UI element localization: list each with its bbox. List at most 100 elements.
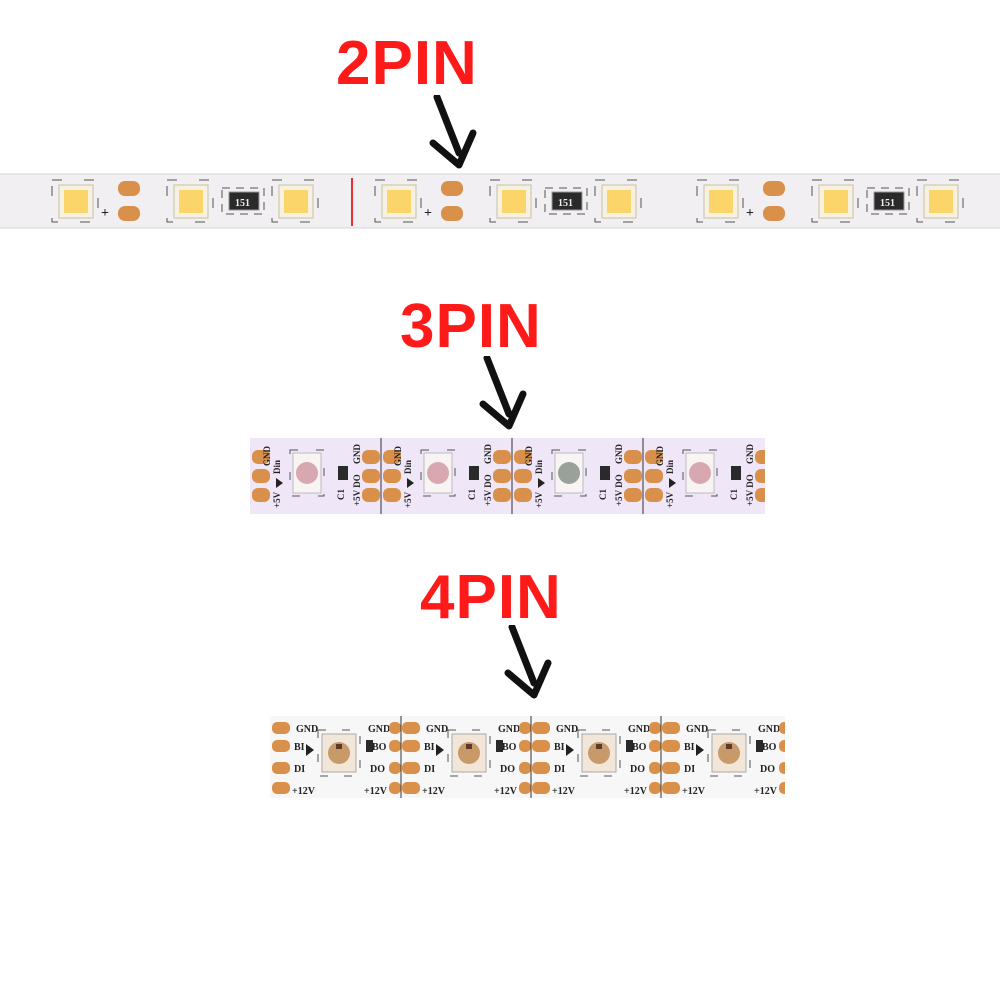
label-5v-do: +5V DO bbox=[483, 474, 493, 506]
copper-pad bbox=[532, 782, 550, 794]
copper-pad bbox=[662, 722, 680, 734]
label-gnd: GND bbox=[524, 446, 534, 467]
label-do: DO bbox=[760, 764, 775, 775]
direction-arrow bbox=[538, 478, 545, 488]
label-group: +5V DO bbox=[483, 474, 493, 506]
copper-pad bbox=[402, 782, 420, 794]
label-gnd: GND bbox=[262, 446, 272, 467]
label-12v: +12V bbox=[552, 786, 576, 797]
label-bi: BI bbox=[684, 742, 695, 753]
led-phosphor bbox=[824, 190, 848, 213]
label-12v: +12V bbox=[364, 786, 388, 797]
label-group: Din bbox=[403, 460, 413, 474]
arrow-down-icon bbox=[479, 356, 527, 430]
label-group: GND bbox=[745, 444, 755, 465]
copper-pad bbox=[118, 181, 140, 196]
led-die bbox=[596, 744, 602, 749]
resistor-outline bbox=[544, 187, 588, 215]
label-5v: +5V bbox=[665, 491, 675, 508]
copper-pad bbox=[272, 722, 290, 734]
led-outline bbox=[374, 179, 422, 223]
copper-pad bbox=[532, 762, 550, 774]
copper-pad bbox=[662, 740, 680, 752]
copper-pad bbox=[252, 469, 270, 483]
copper-pad bbox=[624, 469, 642, 483]
led-phosphor bbox=[929, 190, 953, 213]
label-gnd: GND bbox=[556, 724, 578, 735]
copper-pad bbox=[662, 762, 680, 774]
copper-pad bbox=[402, 740, 420, 752]
led-outline bbox=[51, 179, 99, 223]
arrow-down-icon bbox=[429, 95, 477, 169]
capacitor bbox=[731, 466, 741, 480]
resistor bbox=[551, 191, 583, 211]
led-outline bbox=[696, 179, 744, 223]
led-outline bbox=[594, 179, 642, 223]
direction-arrow bbox=[276, 478, 283, 488]
label-12v: +12V bbox=[682, 786, 706, 797]
copper-pad bbox=[532, 740, 550, 752]
label-bi: BI bbox=[294, 742, 305, 753]
led-die bbox=[466, 744, 472, 749]
copper-pad bbox=[519, 762, 531, 774]
label-gnd: GND bbox=[686, 724, 708, 735]
led-lens bbox=[328, 742, 350, 764]
capacitor bbox=[756, 740, 763, 752]
copper-pad bbox=[779, 740, 785, 752]
capacitor bbox=[600, 466, 610, 480]
capacitor bbox=[338, 466, 348, 480]
led-outline bbox=[682, 449, 718, 497]
copper-pad bbox=[441, 206, 463, 221]
direction-arrow bbox=[306, 744, 314, 756]
copper-pad bbox=[649, 740, 661, 752]
led-lens bbox=[588, 742, 610, 764]
copper-pad bbox=[493, 488, 511, 502]
resistor-label: 151 bbox=[558, 198, 573, 209]
label-group: Din bbox=[665, 460, 675, 474]
copper-pad bbox=[763, 181, 785, 196]
label-gnd: GND bbox=[352, 444, 362, 465]
label-group: GND bbox=[393, 446, 403, 467]
copper-pad bbox=[389, 762, 401, 774]
copper-pad bbox=[532, 722, 550, 734]
direction-arrow bbox=[669, 478, 676, 488]
copper-pad bbox=[252, 488, 270, 502]
label-group: C1 bbox=[729, 489, 739, 500]
copper-pad bbox=[441, 181, 463, 196]
copper-pad bbox=[514, 488, 532, 502]
copper-pad bbox=[362, 469, 380, 483]
label-bo: BO bbox=[632, 742, 647, 753]
label-group: GND bbox=[483, 444, 493, 465]
led-lens bbox=[558, 462, 580, 484]
copper-pad bbox=[389, 740, 401, 752]
led-phosphor bbox=[502, 190, 526, 213]
capacitor bbox=[626, 740, 633, 752]
copper-pad bbox=[519, 722, 531, 734]
led-lens bbox=[689, 462, 711, 484]
label-12v: +12V bbox=[624, 786, 648, 797]
plus-mark: + bbox=[424, 206, 432, 221]
capacitor bbox=[366, 740, 373, 752]
heading-3pin: 3PIN bbox=[400, 292, 542, 361]
copper-pad bbox=[755, 469, 765, 483]
led-outline bbox=[166, 179, 214, 223]
led-outline bbox=[916, 179, 964, 223]
led-outline bbox=[271, 179, 319, 223]
label-gnd: GND bbox=[498, 724, 520, 735]
heading-4pin: 4PIN bbox=[420, 563, 562, 632]
label-5v: +5V bbox=[272, 491, 282, 508]
label-group: Din bbox=[272, 460, 282, 474]
plus-mark: + bbox=[746, 206, 754, 221]
label-din: Din bbox=[534, 460, 544, 474]
label-bi: BI bbox=[424, 742, 435, 753]
led-outline bbox=[551, 449, 587, 497]
label-di: DI bbox=[424, 764, 435, 775]
label-bi: BI bbox=[554, 742, 565, 753]
label-group: GND bbox=[262, 446, 272, 467]
resistor bbox=[228, 191, 260, 211]
copper-pad bbox=[383, 488, 401, 502]
label-bo: BO bbox=[372, 742, 387, 753]
capacitor bbox=[496, 740, 503, 752]
copper-pad bbox=[779, 782, 785, 794]
resistor-label: 151 bbox=[880, 198, 895, 209]
